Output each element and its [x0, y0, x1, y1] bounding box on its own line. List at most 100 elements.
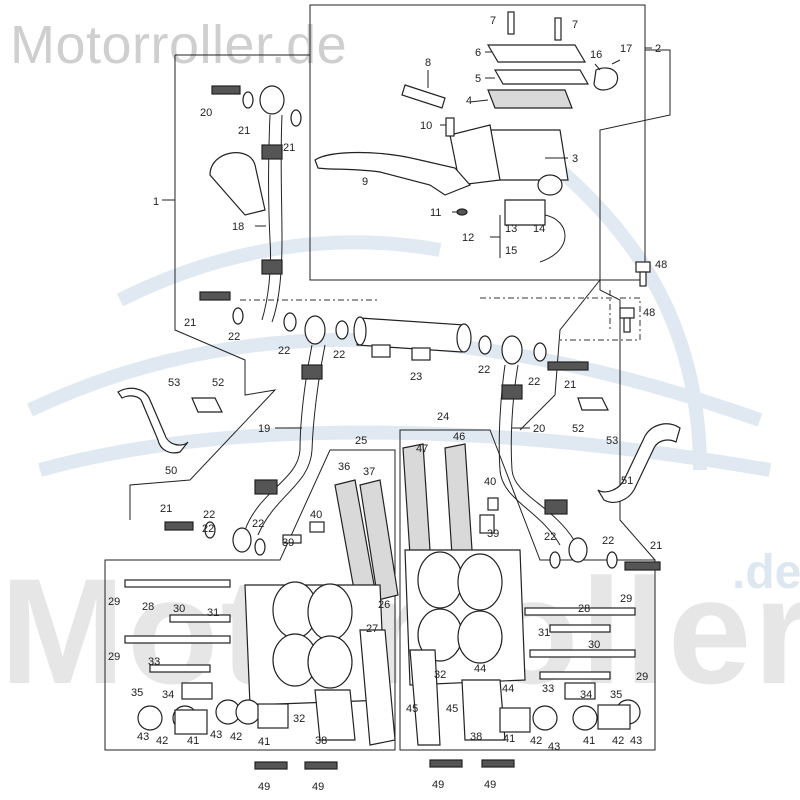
callout-14: 14: [533, 223, 545, 235]
callout-2: 2: [655, 43, 661, 55]
callout-29a: 29: [108, 596, 120, 608]
callout-29c: 29: [620, 593, 632, 605]
bracket-left: [117, 387, 189, 454]
hose-route: [240, 290, 641, 341]
callout-49a: 49: [258, 781, 270, 793]
callout-49c: 49: [432, 779, 444, 791]
callout-6: 6: [475, 47, 481, 59]
callout-24: 24: [437, 411, 449, 423]
left-hose-upper: [199, 85, 302, 325]
callout-32b: 32: [434, 669, 446, 681]
callout-36: 36: [338, 461, 350, 473]
callout-10: 10: [420, 120, 432, 132]
callout-38b: 38: [470, 731, 482, 743]
callout-26: 26: [378, 599, 390, 611]
callout-21c: 21: [184, 317, 196, 329]
callout-48b: 48: [643, 307, 655, 319]
callout-45b: 45: [406, 703, 418, 715]
callout-43d: 43: [630, 735, 642, 747]
callout-22j: 22: [202, 523, 214, 535]
callout-43b: 43: [210, 729, 222, 741]
callout-52b: 52: [572, 423, 584, 435]
callout-labels: 1 2 3 4 5 6 7 7 8 9 10 11 12 13 14 15 16…: [108, 15, 667, 793]
callout-28a: 28: [142, 601, 154, 613]
callout-22a: 22: [228, 331, 240, 343]
callout-31b: 31: [538, 627, 550, 639]
caliper-left: [124, 479, 399, 746]
bottom-bolts: [254, 759, 515, 770]
callout-44b: 44: [474, 663, 486, 675]
callout-43a: 43: [137, 731, 149, 743]
brake-lever: [314, 151, 472, 196]
callout-47: 47: [416, 443, 428, 455]
callout-48a: 48: [655, 259, 667, 271]
callout-42d: 42: [612, 735, 624, 747]
callout-37: 37: [363, 466, 375, 478]
callout-1: 1: [153, 196, 159, 208]
callout-41b: 41: [258, 736, 270, 748]
callout-41a: 41: [187, 735, 199, 747]
callout-39b: 39: [487, 528, 499, 540]
left-hose-lower: [164, 312, 349, 556]
callout-22f: 22: [203, 509, 215, 521]
callout-8: 8: [425, 57, 431, 69]
group-outline-1: [129, 54, 310, 520]
callout-12: 12: [462, 232, 474, 244]
callout-21b: 21: [283, 142, 295, 154]
master-cylinder: [401, 11, 619, 263]
callout-35b: 35: [610, 689, 622, 701]
callout-11: 11: [430, 207, 441, 219]
callout-29b: 29: [108, 651, 120, 663]
banjo-bolts: [619, 261, 651, 333]
callout-22b: 22: [278, 345, 290, 357]
callout-42b: 42: [230, 731, 242, 743]
hose-joint: [353, 316, 472, 361]
callout-38a: 38: [315, 735, 327, 747]
group-outline-2: [309, 4, 646, 281]
callout-43c: 43: [548, 741, 560, 753]
callout-22e: 22: [528, 376, 540, 388]
callout-35a: 35: [131, 687, 143, 699]
callout-22c: 22: [333, 349, 345, 361]
callout-34a: 34: [162, 689, 174, 701]
watermark-suffix: .de: [732, 546, 800, 599]
callout-7a: 7: [490, 15, 496, 27]
right-hose: [478, 335, 661, 571]
callout-45a: 45: [446, 703, 458, 715]
callout-13: 13: [505, 223, 517, 235]
callout-19: 19: [258, 423, 270, 435]
callout-33a: 33: [148, 656, 160, 668]
callout-18: 18: [232, 221, 244, 233]
callout-4: 4: [466, 95, 472, 107]
callout-32a: 32: [293, 713, 305, 725]
callout-31a: 31: [207, 607, 219, 619]
callout-49d: 49: [484, 779, 496, 791]
leader-lines: [162, 47, 652, 429]
callout-20a: 20: [200, 107, 212, 119]
callout-17: 17: [620, 43, 632, 55]
callout-44a: 44: [502, 683, 514, 695]
callout-51: 51: [621, 475, 633, 487]
group-outline-right: [599, 130, 656, 561]
callout-30a: 30: [173, 603, 185, 615]
clip-right: [577, 397, 609, 411]
callout-33b: 33: [542, 683, 554, 695]
callout-30b: 30: [588, 639, 600, 651]
clip-left: [191, 397, 223, 413]
callout-40b: 40: [484, 476, 496, 488]
callout-22d: 22: [478, 364, 490, 376]
callout-29d: 29: [636, 671, 648, 683]
callout-34b: 34: [580, 689, 592, 701]
callout-42a: 42: [156, 735, 168, 747]
callout-49b: 49: [312, 781, 324, 793]
callout-52a: 52: [212, 377, 224, 389]
callout-46: 46: [453, 431, 465, 443]
callout-21f: 21: [650, 540, 662, 552]
callout-42c: 42: [530, 735, 542, 747]
callout-25: 25: [355, 435, 367, 447]
callout-21a: 21: [238, 125, 250, 137]
bracket-right: [597, 423, 681, 503]
callout-15: 15: [505, 245, 517, 257]
callout-9: 9: [362, 176, 368, 188]
callout-22h: 22: [544, 531, 556, 543]
